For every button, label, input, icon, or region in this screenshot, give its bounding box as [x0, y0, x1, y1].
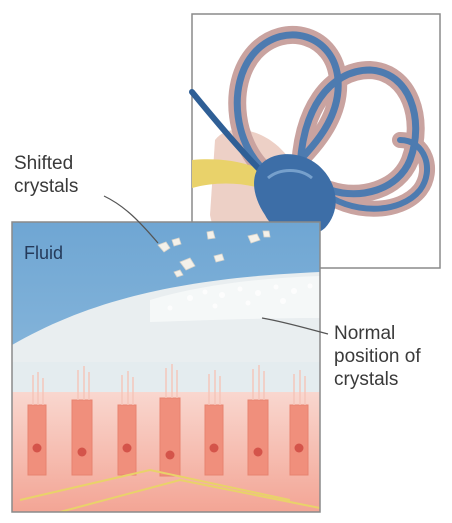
macula-closeup [12, 222, 320, 512]
fluid-label: Fluid [24, 242, 63, 265]
shifted-label-line-1: Shifted [14, 152, 78, 175]
normal-label-line-2: position of [334, 345, 421, 368]
normal-label-line-3: crystals [334, 368, 421, 391]
shifted-label-line-2: crystals [14, 175, 78, 198]
normal-label-line-1: Normal [334, 322, 421, 345]
normal-position-label: Normal position of crystals [334, 322, 421, 391]
shifted-crystals-label: Shifted crystals [14, 152, 78, 198]
